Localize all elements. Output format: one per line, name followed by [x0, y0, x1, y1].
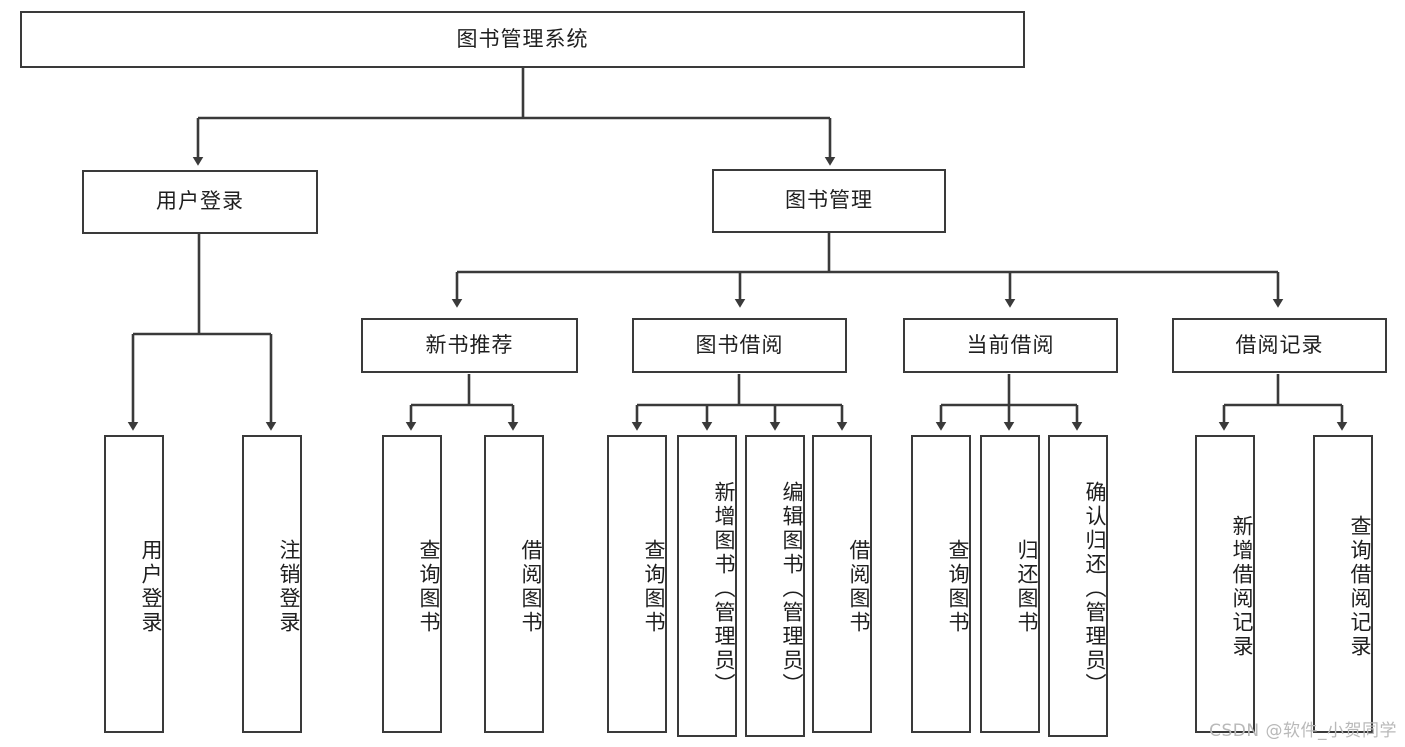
node-current-borrow[interactable]: 当前借阅: [903, 318, 1118, 373]
leaf-current-return-book[interactable]: 归还图书: [980, 435, 1040, 733]
node-label: 新书推荐: [425, 332, 514, 357]
node-label: 查询图书: [642, 539, 666, 635]
leaf-recommend-query-book[interactable]: 查询图书: [382, 435, 442, 733]
leaf-borrow-query-book[interactable]: 查询图书: [607, 435, 667, 733]
node-label: 用户登录: [156, 189, 244, 214]
node-label: 确认归还（管理员）: [1083, 481, 1107, 697]
node-label: 图书借阅: [695, 332, 784, 357]
leaf-borrow-edit-book-admin[interactable]: 编辑图书（管理员）: [745, 435, 805, 737]
node-label: 查询图书: [946, 539, 970, 635]
node-label: 编辑图书（管理员）: [780, 481, 804, 697]
node-label: 图书管理系统: [456, 26, 589, 51]
node-new-book-recommend[interactable]: 新书推荐: [361, 318, 578, 373]
node-label: 图书管理: [785, 188, 873, 213]
watermark-text: CSDN @软件_小贺同学: [1209, 721, 1397, 741]
node-label: 当前借阅: [966, 332, 1055, 357]
node-book-borrow[interactable]: 图书借阅: [632, 318, 847, 373]
node-label: 新增借阅记录: [1230, 515, 1254, 659]
node-label: 借阅图书: [519, 539, 543, 635]
leaf-record-add-record[interactable]: 新增借阅记录: [1195, 435, 1255, 733]
node-label: 查询图书: [417, 539, 441, 635]
node-user-login[interactable]: 用户登录: [82, 170, 318, 234]
leaf-user-login[interactable]: 用户登录: [104, 435, 164, 733]
node-label: 注销登录: [277, 539, 301, 635]
node-label: 归还图书: [1015, 539, 1039, 635]
node-root-system[interactable]: 图书管理系统: [20, 11, 1025, 68]
leaf-current-query-book[interactable]: 查询图书: [911, 435, 971, 733]
node-label: 用户登录: [139, 539, 163, 635]
leaf-record-query-record[interactable]: 查询借阅记录: [1313, 435, 1373, 733]
node-book-management[interactable]: 图书管理: [712, 169, 946, 233]
node-label: 查询借阅记录: [1348, 515, 1372, 659]
node-borrow-record[interactable]: 借阅记录: [1172, 318, 1387, 373]
leaf-current-confirm-return-admin[interactable]: 确认归还（管理员）: [1048, 435, 1108, 737]
leaf-user-logout[interactable]: 注销登录: [242, 435, 302, 733]
leaf-recommend-borrow-book[interactable]: 借阅图书: [484, 435, 544, 733]
node-label: 借阅记录: [1235, 332, 1324, 357]
leaf-borrow-add-book-admin[interactable]: 新增图书（管理员）: [677, 435, 737, 737]
node-label: 新增图书（管理员）: [712, 481, 736, 697]
leaf-borrow-borrow-book[interactable]: 借阅图书: [812, 435, 872, 733]
node-label: 借阅图书: [847, 539, 871, 635]
